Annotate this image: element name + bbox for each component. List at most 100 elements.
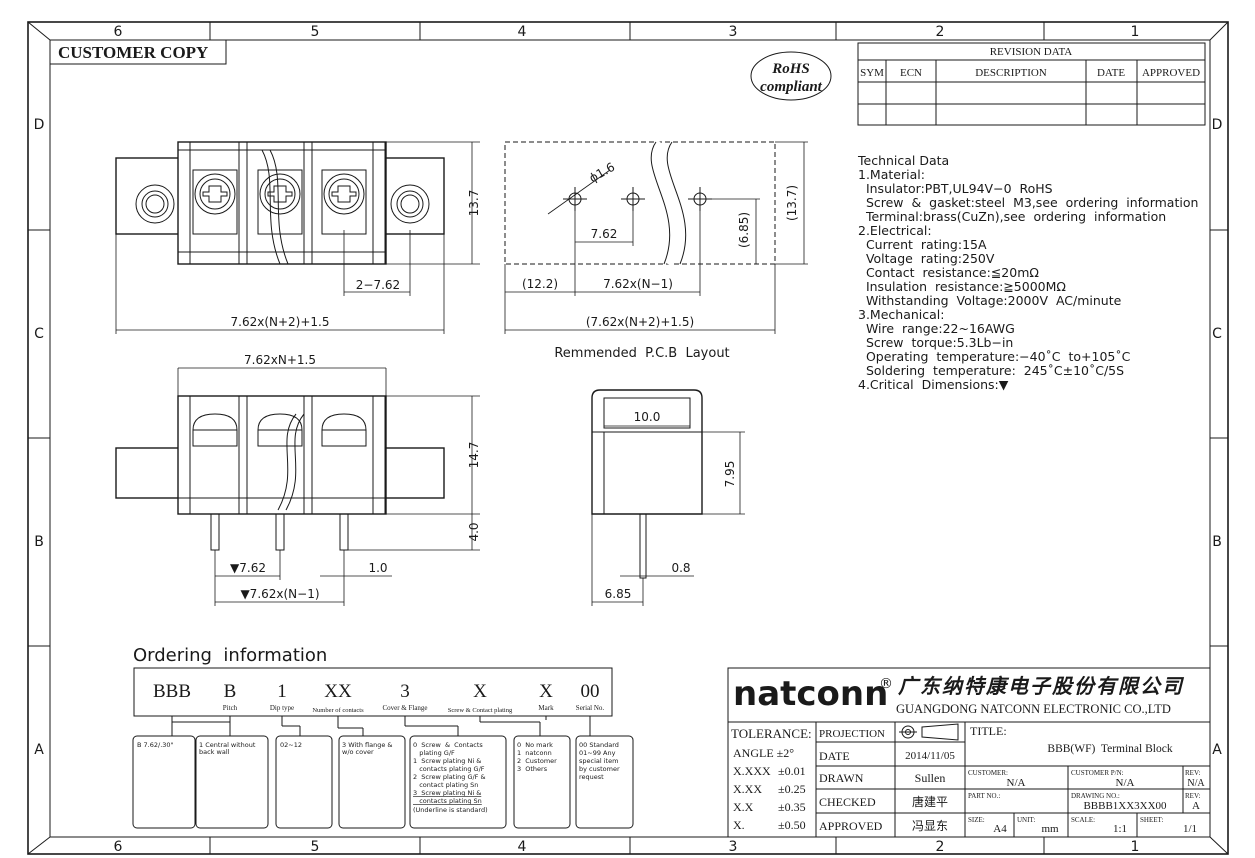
zone-row-b-right: B — [1212, 534, 1222, 550]
projection-label: PROJECTION — [819, 728, 885, 740]
tolerance-key: X.XXX — [733, 764, 771, 778]
revision-title: REVISION DATA — [990, 46, 1073, 58]
checked-value: 唐建平 — [912, 794, 948, 809]
order-label: Dip type — [270, 704, 294, 712]
order-option: contacts plating Sn — [413, 797, 482, 805]
customer-pn-value: N/A — [1116, 777, 1135, 789]
order-label: Number of contacts — [312, 707, 364, 714]
customer-value: N/A — [1007, 777, 1026, 789]
order-option: 0 Screw & Contacts — [413, 741, 483, 749]
pcb-caption: Remmended P.C.B Layout — [554, 346, 729, 361]
zone-col-2: 2 — [936, 24, 945, 40]
drawn-value: Sullen — [915, 771, 946, 785]
tech-line: Insulator:PBT,UL94V−0 RoHS — [858, 181, 1053, 196]
tech-line: Terminal:brass(CuZn),see ordering inform… — [858, 209, 1166, 224]
dim-pcb-122: (12.2) — [522, 277, 558, 291]
dim-pcb-685: (6.85) — [737, 212, 751, 248]
approved-value: 冯显东 — [912, 819, 948, 833]
rev-col-approved: APPROVED — [1142, 67, 1200, 79]
tech-line: Technical Data — [857, 153, 949, 168]
order-option: request — [579, 773, 604, 781]
tech-line: Screw & gasket:steel M3,see ordering inf… — [858, 195, 1198, 210]
order-code: BBB — [153, 681, 191, 702]
customer-pn-label: CUSTOMER P/N: — [1071, 769, 1124, 777]
order-code: XX — [324, 681, 352, 702]
side-view: 10.0 7.95 0.8 6.85 — [591, 389, 745, 606]
tech-line: Voltage rating:250V — [858, 251, 995, 266]
order-label: Cover & Flange — [382, 704, 427, 712]
tolerance-label: TOLERANCE: — [731, 726, 812, 741]
rev-col-sym: SYM — [860, 67, 884, 79]
tolerance-key: X. — [733, 818, 745, 832]
order-option: contacts plating G/F — [413, 765, 485, 773]
zone-col-3: 3 — [729, 24, 738, 40]
dim-front-n1: ▼7.62x(N−1) — [240, 587, 319, 601]
order-code: 3 — [400, 681, 410, 702]
tech-line: 1.Material: — [858, 167, 925, 182]
order-label: Serial No. — [576, 704, 605, 712]
order-option: 1 Screw plating Ni & — [413, 757, 481, 765]
rev-col-ecn: ECN — [900, 67, 922, 79]
order-code: 00 — [581, 681, 600, 702]
projection-symbol-icon — [899, 723, 959, 741]
order-option: 1 natconn — [517, 749, 552, 757]
checked-label: CHECKED — [819, 795, 876, 809]
tolerance-value: ±0.50 — [778, 818, 806, 832]
rev-value: N/A — [1187, 778, 1205, 789]
tolerance-angle: ANGLE ±2° — [733, 746, 794, 760]
size-value: A4 — [993, 823, 1007, 835]
scale-label: SCALE: — [1071, 816, 1095, 824]
ordering-info: Ordering information BBB B 1 XX 3 X X 00… — [132, 645, 634, 829]
tech-line: Operating temperature:−40˚C to+105˚C — [858, 349, 1131, 364]
order-option: plating G/F — [413, 749, 455, 757]
dim-pcb-n1: 7.62x(N−1) — [603, 277, 673, 291]
dim-pcb-pitch: 7.62 — [591, 227, 618, 241]
order-option: special item — [579, 757, 618, 765]
rev-col-description: DESCRIPTION — [975, 67, 1047, 79]
dim-pcb-137: (13.7) — [785, 185, 799, 221]
order-code: B — [224, 681, 237, 702]
front-view: 7.62xN+1.5 14.7 4.0 ▼7.62 1.0 ▼7.62x(N−1… — [115, 353, 481, 606]
tolerance-value: ±0.01 — [778, 764, 806, 778]
company-en-name: GUANGDONG NATCONN ELECTRONIC CO.,LTD — [896, 702, 1171, 716]
order-option: 00 Standard — [579, 741, 619, 749]
dim-front-pin: 4.0 — [467, 522, 481, 541]
tech-line: 2.Electrical: — [858, 223, 932, 238]
tech-line: Insulation resistance:≧5000MΩ — [858, 279, 1066, 294]
order-option: 3 Others — [517, 765, 548, 773]
order-option: 3 With flange & — [342, 741, 392, 749]
dim-side-h: 7.95 — [723, 461, 737, 488]
size-label: SIZE: — [968, 816, 985, 824]
rev-label-2: REV: — [1185, 792, 1200, 800]
unit-value: mm — [1041, 823, 1059, 835]
dim-side-base: 6.85 — [605, 587, 632, 601]
order-label: Mark — [538, 704, 554, 712]
order-label: Pitch — [223, 704, 238, 712]
date-value: 2014/11/05 — [905, 750, 955, 762]
zone-col-6: 6 — [114, 24, 123, 40]
scale-value: 1:1 — [1113, 823, 1127, 835]
drawing-title: BBB(WF) Terminal Block — [1047, 743, 1172, 755]
tech-line: Contact resistance:≦20mΩ — [858, 265, 1039, 280]
order-option: w/o cover — [342, 748, 374, 756]
zone-row-a-right: A — [1212, 742, 1222, 758]
drawing-no-value: BBBB1XX3XX00 — [1083, 800, 1167, 812]
zone-col-6-bottom: 6 — [114, 839, 123, 855]
customer-label: CUSTOMER: — [968, 769, 1008, 777]
tolerance-value: ±0.35 — [778, 800, 806, 814]
tech-line: 4.Critical Dimensions:▼ — [858, 377, 1009, 392]
part-no-label: PART NO.: — [968, 792, 1000, 800]
dim-top-overall: 7.62x(N+2)+1.5 — [231, 315, 330, 329]
tech-line: 3.Mechanical: — [858, 307, 944, 322]
rohs-line2: compliant — [760, 79, 823, 95]
pcb-layout: ϕ1.6 7.62 (6.85) (13.7) (12.2) 7.62x(N−1… — [504, 139, 808, 361]
tech-line: Wire range:22~16AWG — [858, 321, 1015, 336]
sheet-value: 1/1 — [1183, 823, 1197, 835]
dim-front-width: 7.62xN+1.5 — [244, 353, 316, 367]
order-label: Screw & Contact plating — [448, 707, 513, 714]
zone-col-5-bottom: 5 — [311, 839, 320, 855]
title-block: natconn ® 广东纳特康电子股份有限公司 GUANGDONG NATCON… — [727, 667, 1211, 838]
tolerance-value: ±0.25 — [778, 782, 806, 796]
zone-row-a: A — [34, 742, 44, 758]
dim-top-height: 13.7 — [467, 190, 481, 217]
